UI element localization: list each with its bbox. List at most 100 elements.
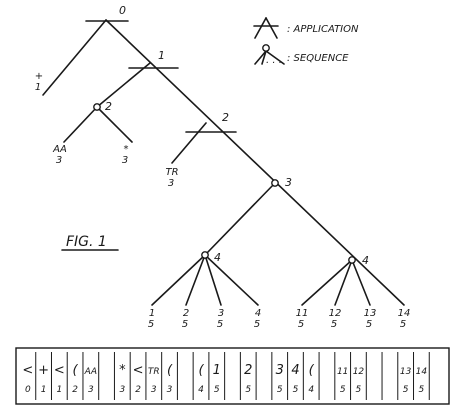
edge-seq3-left	[204, 182, 276, 256]
legend-seq-dots: . . .	[266, 55, 282, 66]
leaf-5-top: 2	[183, 308, 189, 319]
table-cell-8-top: TR	[148, 367, 160, 377]
leaf-0-top: +	[35, 71, 43, 82]
table-cell-1-bottom: 1	[41, 385, 47, 395]
legend-app-left	[254, 17, 267, 39]
edge-0-left	[42, 19, 107, 96]
app-label-2: 2	[222, 111, 229, 124]
table-cell-7-bottom: 2	[135, 385, 141, 395]
table-cell-6-top: *	[119, 363, 126, 378]
seq-label-2: 2	[105, 100, 112, 113]
sequence-table: <0+1<1(2AA3*3<2TR3(3(415253545(411512513…	[15, 347, 450, 405]
app-label-1: 1	[158, 49, 165, 62]
table-cell-0-top: <	[22, 363, 33, 378]
seq-node-2	[93, 103, 101, 111]
table-cell-12-bottom: 5	[214, 385, 220, 395]
leaf-3-bottom: 3	[168, 178, 174, 189]
leaf-10-bottom: 5	[366, 319, 372, 330]
leaf-6-top: 3	[218, 308, 224, 319]
edge-seq4b-11	[301, 259, 353, 306]
table-cell-20-bottom: 5	[340, 385, 346, 395]
leaf-8-top: 11	[296, 308, 309, 319]
table-cell-21-bottom: 5	[356, 385, 362, 395]
table-cell-24-bottom: 5	[403, 385, 409, 395]
table-cell-6-bottom: 3	[119, 385, 125, 395]
leaf-1-bottom: 3	[56, 155, 62, 166]
table-cell-14-top: 2	[244, 363, 252, 378]
edge-seq2-left	[63, 106, 98, 143]
leaf-2-top: *	[124, 144, 129, 155]
table-cell-3-top: (	[73, 363, 79, 378]
edge-seq4a-4	[204, 254, 259, 306]
leaf-9-bottom: 5	[331, 319, 337, 330]
table-cell-9-top: (	[167, 363, 173, 378]
edge-2-left	[171, 122, 207, 164]
legend-application-label: : APPLICATION	[287, 24, 359, 35]
leaf-7-bottom: 5	[254, 319, 260, 330]
table-cell-7-top: <	[133, 363, 144, 378]
table-cell-2-bottom: 1	[56, 385, 62, 395]
leaf-6-bottom: 5	[217, 319, 223, 330]
seq-node-3	[271, 179, 279, 187]
leaf-1-top: AA	[52, 144, 67, 155]
leaf-2-bottom: 3	[122, 155, 128, 166]
table-cell-4-bottom: 3	[88, 385, 94, 395]
table-cell-17-bottom: 5	[293, 385, 299, 395]
legend-sequence-label: : SEQUENCE	[287, 53, 349, 64]
seq-node-4a	[201, 251, 209, 259]
legend-app-right	[265, 17, 278, 39]
leaf-8-bottom: 5	[298, 319, 304, 330]
table-cell-25-top: 14	[416, 367, 428, 377]
table-cell-24-top: 13	[400, 367, 412, 377]
table-cell-20-top: 11	[337, 367, 348, 377]
edge-1-left	[96, 62, 151, 108]
table-cell-4-top: AA	[84, 367, 97, 377]
legend-seq-mid	[261, 50, 267, 65]
edge-seq4b-13	[351, 259, 371, 306]
table-cell-9-bottom: 3	[167, 385, 173, 395]
leaf-0-bottom: 1	[35, 82, 41, 93]
table-cell-21-top: 12	[353, 367, 365, 377]
leaf-4-top: 1	[149, 308, 155, 319]
legend-seq-right	[265, 50, 285, 65]
leaf-10-top: 13	[364, 308, 377, 319]
leaf-7-top: 4	[255, 308, 261, 319]
leaf-4-bottom: 5	[148, 319, 154, 330]
table-cell-11-bottom: 4	[198, 385, 204, 395]
table-cell-16-bottom: 5	[277, 385, 283, 395]
leaf-5-bottom: 5	[182, 319, 188, 330]
seq-label-4b: 4	[362, 254, 369, 267]
leaf-11-top: 14	[398, 308, 411, 319]
table-cell-0-bottom: 0	[25, 385, 31, 395]
seq-node-4b	[348, 256, 356, 264]
table-cell-25-bottom: 5	[419, 385, 425, 395]
legend-seq-circle	[262, 44, 270, 52]
table-cell-2-top: <	[54, 363, 65, 378]
table-border	[15, 347, 450, 405]
edge-seq4b-12	[334, 259, 353, 306]
leaf-9-top: 12	[329, 308, 342, 319]
seq-label-4a: 4	[214, 251, 221, 264]
table-cell-3-bottom: 2	[72, 385, 78, 395]
table-cell-1-top: +	[38, 363, 49, 378]
edge-seq2-right	[96, 106, 133, 143]
table-cell-16-top: 3	[276, 363, 284, 378]
table-cell-18-top: (	[309, 363, 315, 378]
leaf-11-bottom: 5	[400, 319, 406, 330]
table-cell-14-bottom: 5	[245, 385, 251, 395]
table-cell-11-top: (	[198, 363, 204, 378]
app-label-0: 0	[119, 4, 126, 17]
table-cell-17-top: 4	[291, 363, 299, 378]
legend-seq-left	[254, 50, 267, 65]
edge-seq4a-3	[204, 254, 222, 306]
figure-title: FIG. 1	[66, 234, 107, 250]
seq-label-3: 3	[285, 176, 292, 189]
leaf-3-top: TR	[165, 167, 178, 178]
table-cell-18-bottom: 4	[308, 385, 314, 395]
edge-seq4a-2	[185, 254, 206, 306]
table-cell-8-bottom: 3	[151, 385, 157, 395]
edge-seq4a-1	[151, 254, 206, 306]
table-cell-12-top: 1	[213, 363, 221, 378]
